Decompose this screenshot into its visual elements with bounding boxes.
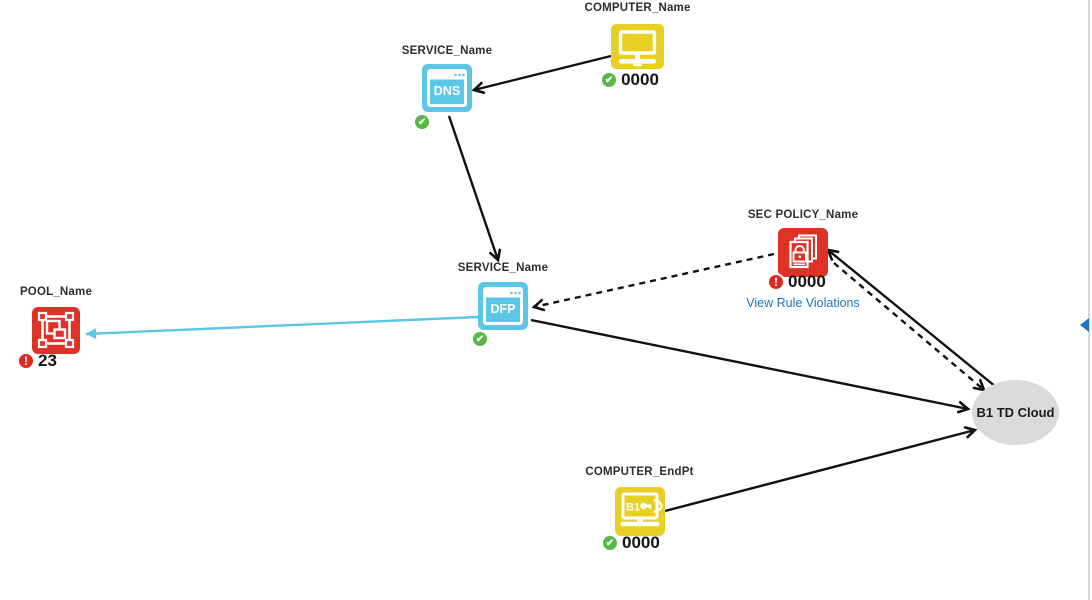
node-count: 23 — [38, 351, 57, 370]
security-policy-icon — [778, 228, 828, 277]
status-alert-icon: ! — [17, 352, 35, 370]
status-ok-icon: ✔ — [471, 330, 489, 348]
panel-collapse-arrow-icon[interactable] — [1080, 318, 1089, 332]
node-computer[interactable]: COMPUTER_Name ✔ 0000 — [565, 2, 710, 89]
svg-text:DNS: DNS — [434, 84, 460, 98]
node-label: COMPUTER_EndPt — [585, 466, 694, 478]
node-service-dns[interactable]: SERVICE_Name DNS ✔ — [377, 45, 517, 131]
status-alert-icon: ! — [767, 273, 785, 291]
edge-secpolicy-to-dfp — [531, 252, 775, 312]
view-rule-violations-link[interactable]: View Rule Violations — [746, 296, 860, 310]
node-label: SERVICE_Name — [401, 45, 493, 57]
status-ok-icon: ✔ — [413, 113, 431, 131]
node-label: SERVICE_Name — [457, 262, 549, 274]
dns-service-icon: DNS — [422, 64, 472, 112]
node-security-policy[interactable]: SEC POLICY_Name ! 0000 View Rule Violati… — [737, 209, 869, 310]
node-label: SEC POLICY_Name — [747, 209, 859, 221]
edge-computer-to-dns — [471, 54, 612, 94]
edge-dfp-to-cloud — [530, 318, 971, 414]
computer-icon — [611, 24, 664, 69]
node-count: 0000 — [788, 272, 826, 291]
node-pool[interactable]: POOL_Name ! 23 — [0, 286, 112, 370]
status-ok-icon: ✔ — [600, 71, 619, 89]
node-label: COMPUTER_Name — [584, 2, 691, 14]
status-ok-icon: ✔ — [601, 534, 619, 552]
node-b1-td-cloud[interactable]: B1 TD Cloud — [972, 380, 1059, 445]
edge-endpoint-to-cloud — [664, 426, 978, 513]
endpoint-laptop-icon: B1 — [614, 487, 665, 536]
cloud-label: B1 TD Cloud — [976, 405, 1055, 420]
pool-icon — [32, 307, 80, 354]
node-computer-endpoint[interactable]: COMPUTER_EndPt B1 ✔ 0000 — [572, 466, 707, 552]
node-label: POOL_Name — [19, 286, 93, 298]
panel-divider — [1088, 0, 1090, 600]
node-service-dfp[interactable]: SERVICE_Name DFP ✔ — [433, 262, 573, 348]
edge-dns-to-dfp — [447, 115, 502, 263]
edge-dfp-to-pool — [85, 315, 479, 340]
svg-text:DFP: DFP — [491, 302, 516, 316]
node-count: 0000 — [621, 70, 659, 89]
svg-text:B1: B1 — [626, 502, 640, 514]
dfp-service-icon: DFP — [478, 282, 528, 330]
node-count: 0000 — [622, 533, 660, 552]
edge-cloud-to-secpolicy — [825, 248, 997, 388]
